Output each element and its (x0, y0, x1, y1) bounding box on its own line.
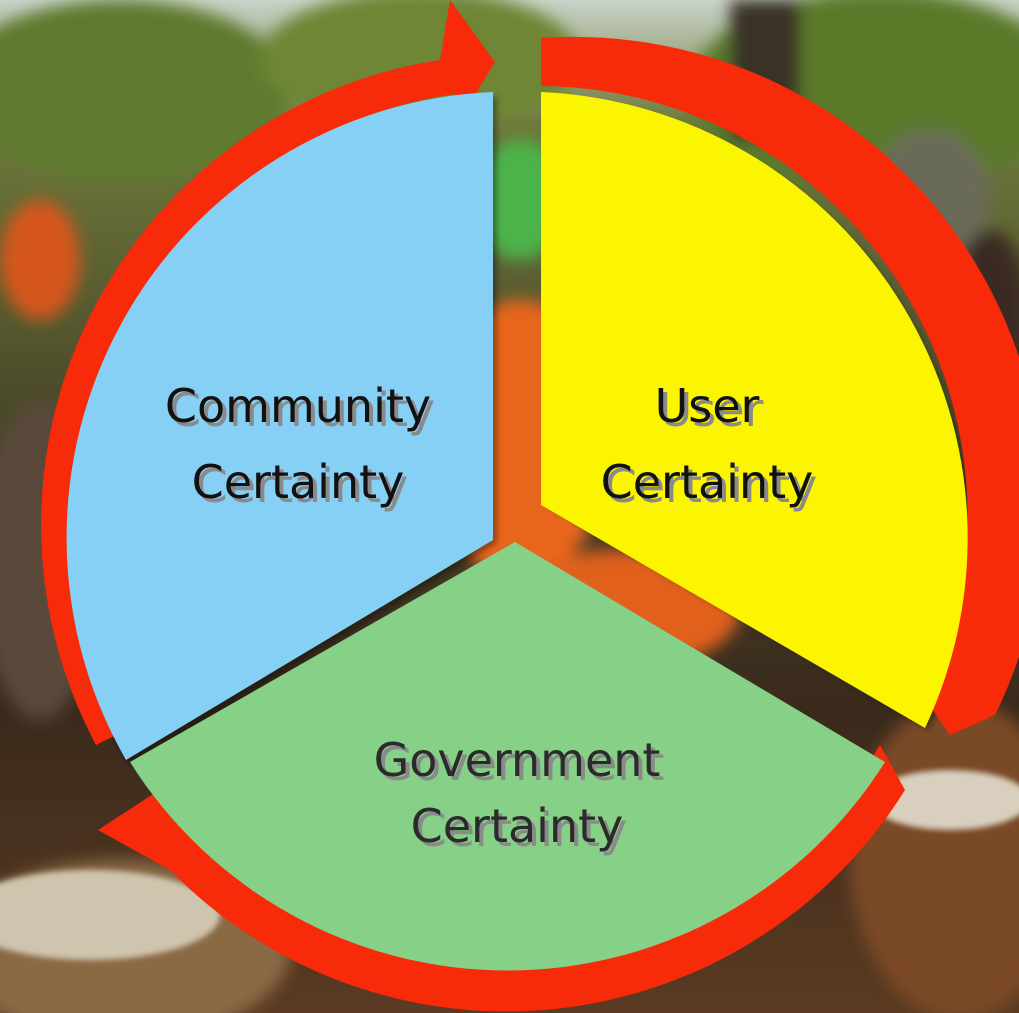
community-wedge (66, 92, 493, 760)
user-label-line1: User (655, 379, 760, 433)
community-label: Community Community Certainty Certainty (165, 379, 435, 513)
svg-text:Certainty: Certainty (196, 459, 409, 513)
user-label-line2: Certainty (601, 455, 814, 509)
government-label-line1: Government (374, 733, 661, 787)
svg-text:Certainty: Certainty (415, 803, 628, 857)
government-label: Government Government Certainty Certaint… (374, 733, 665, 857)
community-label-line1: Community (165, 379, 431, 433)
cycle-arrows (41, 0, 1019, 1012)
cycle-arrow-left (41, 0, 495, 745)
cycle-arrow-bottom (98, 745, 905, 1012)
government-label-line2: Certainty (411, 799, 624, 853)
user-label: User User Certainty Certainty (601, 379, 818, 513)
user-wedge (541, 92, 968, 728)
segment-government (130, 542, 885, 971)
segment-community (66, 92, 493, 760)
svg-text:Community: Community (169, 383, 435, 437)
svg-text:Certainty: Certainty (605, 459, 818, 513)
segment-user (541, 92, 968, 728)
svg-text:User: User (659, 383, 764, 437)
cycle-arrow-right (541, 36, 1019, 735)
government-wedge (130, 542, 885, 971)
community-label-line2: Certainty (192, 455, 405, 509)
svg-text:Government: Government (378, 737, 665, 791)
